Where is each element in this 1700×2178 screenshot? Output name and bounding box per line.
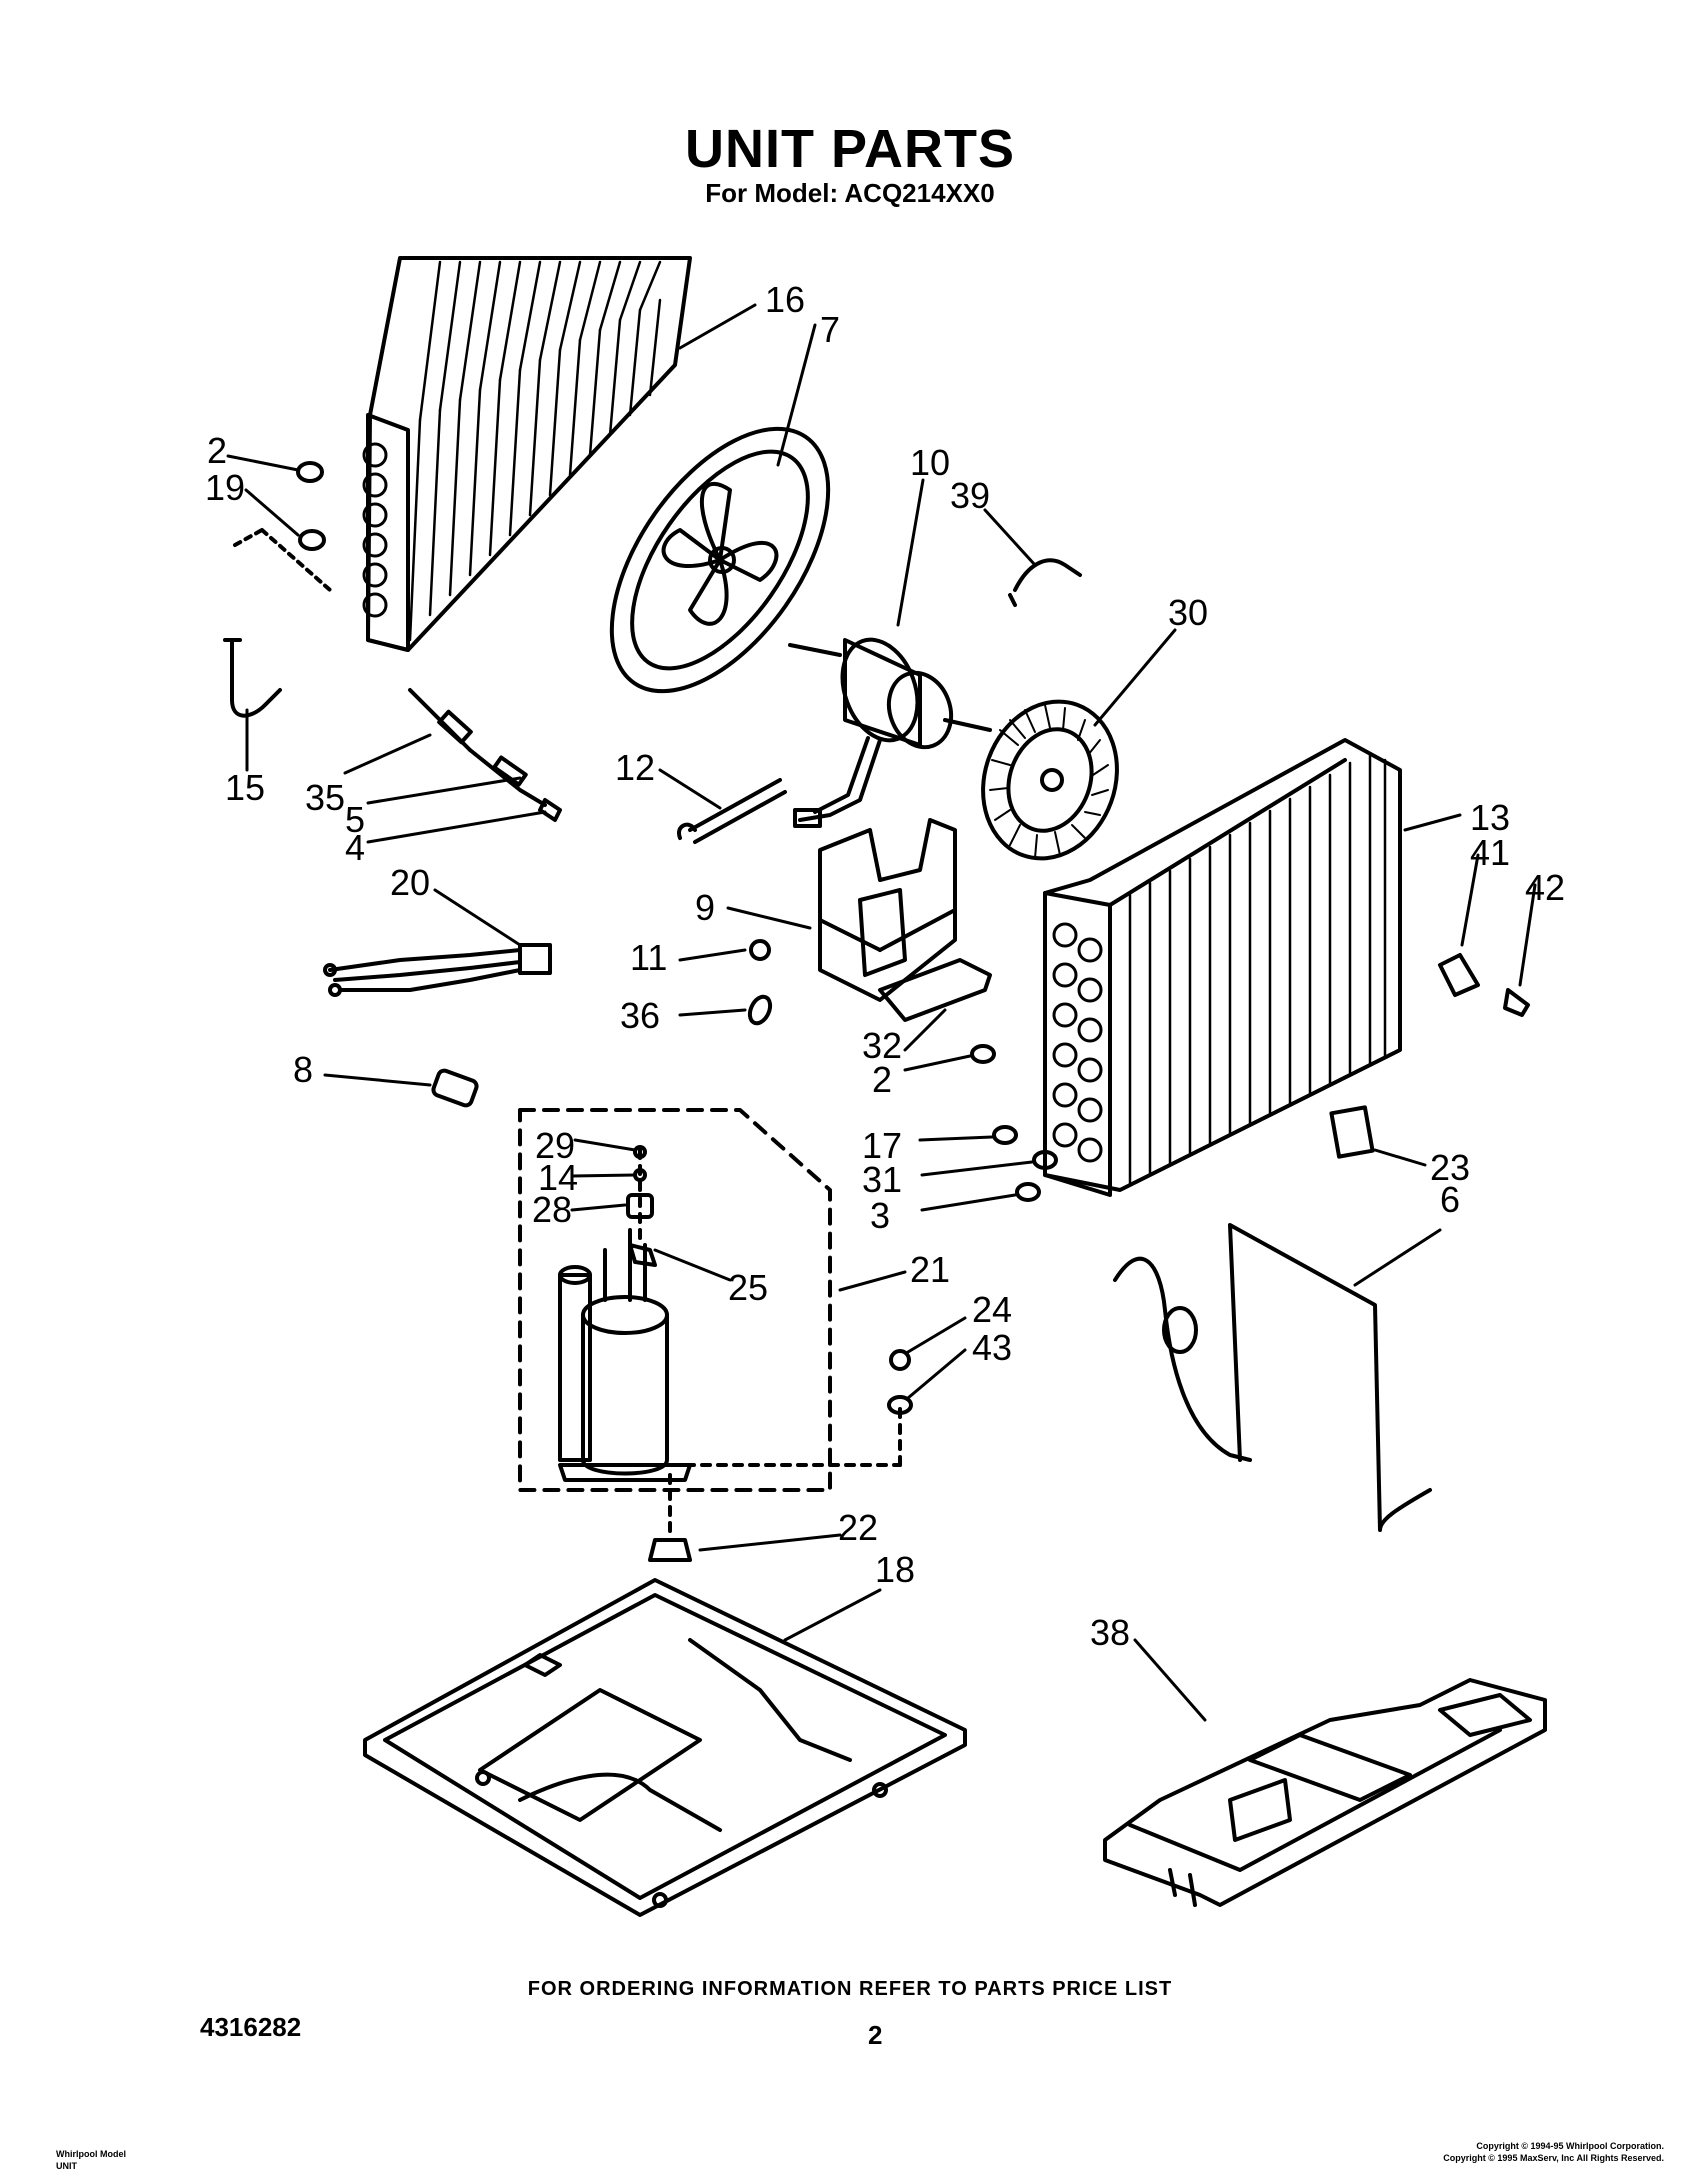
callout-label: 8 (293, 1049, 313, 1090)
callout-label: 17 (862, 1125, 902, 1166)
grommet (887, 1395, 913, 1415)
callout-label: 10 (910, 442, 950, 483)
callout-label: 11 (630, 937, 667, 978)
tube-clip (992, 1125, 1018, 1145)
callout-label: 23 (1430, 1147, 1470, 1188)
callout-label: 7 (820, 309, 840, 350)
callout-label: 15 (225, 767, 265, 808)
callout-label: 25 (728, 1267, 768, 1308)
nut (889, 1349, 911, 1371)
page-number: 2 (868, 2020, 883, 2050)
compressor (558, 1145, 902, 1537)
model-line: UNIT (56, 2161, 77, 2171)
overload-protector (1329, 1105, 1375, 1159)
fan-motor (788, 637, 992, 828)
copyright-line: Copyright © 1995 MaxServ, Inc All Rights… (1443, 2153, 1664, 2163)
callout-label: 36 (620, 995, 660, 1036)
callout-label: 18 (875, 1549, 915, 1590)
document-number: 4316282 (200, 2012, 302, 2042)
copyright-line: Copyright © 1994-95 Whirlpool Corporatio… (1476, 2141, 1664, 2151)
motor-mount-bracket (818, 818, 992, 1022)
callout-label: 43 (972, 1327, 1012, 1368)
callout-label: 19 (205, 467, 245, 508)
callout-label: 30 (1168, 592, 1208, 633)
refrigerant-tubing (1113, 1223, 1432, 1532)
callout-label: 39 (950, 475, 990, 516)
callout-label: 14 (538, 1157, 578, 1198)
mounting-clip (1438, 953, 1480, 997)
tube-clamp (296, 461, 324, 483)
callout-label: 35 (305, 777, 345, 818)
callout-label: 3 (870, 1195, 890, 1236)
callout-label: 13 (1470, 797, 1510, 838)
tube-grommet (298, 529, 326, 551)
callout-label: 31 (862, 1159, 902, 1200)
callout-label: 41 (1470, 832, 1510, 873)
callout-label: 16 (765, 279, 805, 320)
model-subtitle: For Model: ACQ214XX0 (705, 178, 995, 208)
callout-label: 32 (862, 1025, 902, 1066)
copyright-footer: Copyright © 1994-95 Whirlpool Corporatio… (1443, 2140, 1664, 2164)
callout-label: 42 (1525, 867, 1565, 908)
callout-labels: 16 7 10 39 30 2 19 15 35 5 4 12 13 41 42… (205, 279, 1565, 1653)
lock-washer (747, 994, 773, 1026)
model-footer: Whirlpool Model UNIT (56, 2148, 126, 2172)
ordering-note: FOR ORDERING INFORMATION REFER TO PARTS … (527, 1978, 1173, 2000)
wire-harness (1008, 558, 1082, 607)
compressor-foot (648, 1538, 692, 1562)
condenser-coil (362, 256, 692, 652)
callout-label: 24 (972, 1289, 1012, 1330)
callout-label: 12 (615, 747, 655, 788)
callout-label: 29 (535, 1125, 575, 1166)
fan-shroud (609, 426, 831, 694)
elbow-tube (230, 638, 282, 718)
blower-wheel (981, 699, 1119, 861)
callout-label: 6 (1440, 1179, 1460, 1220)
compressor-assembly-outline (518, 1108, 832, 1492)
mounting-bracket (1503, 988, 1530, 1017)
callout-label: 21 (910, 1249, 950, 1290)
callout-label: 28 (532, 1189, 572, 1230)
callout-label: 22 (838, 1507, 878, 1548)
callout-label: 2 (872, 1059, 892, 1100)
base-pan (363, 1578, 967, 1917)
control-tray (1103, 1678, 1547, 1907)
tube-clip (1015, 1182, 1041, 1202)
page-title: UNIT PARTS (685, 119, 1015, 179)
tube-clip (1032, 1150, 1058, 1170)
leader-lines (226, 303, 1537, 1722)
mounting-bolt (677, 778, 787, 844)
tube-clip (970, 1044, 996, 1064)
model-line: Whirlpool Model (56, 2149, 126, 2159)
drain-plug (431, 1068, 479, 1108)
callout-label: 38 (1090, 1612, 1130, 1653)
callout-label: 2 (207, 430, 227, 471)
callout-label: 4 (345, 827, 365, 868)
hex-nut (749, 939, 771, 961)
power-wires (323, 943, 552, 997)
callout-label: 20 (390, 862, 430, 903)
evaporator-coil (1043, 738, 1402, 1197)
callout-label: 5 (345, 799, 365, 840)
callout-label: 9 (695, 887, 715, 928)
capillary-tubes (408, 688, 562, 822)
